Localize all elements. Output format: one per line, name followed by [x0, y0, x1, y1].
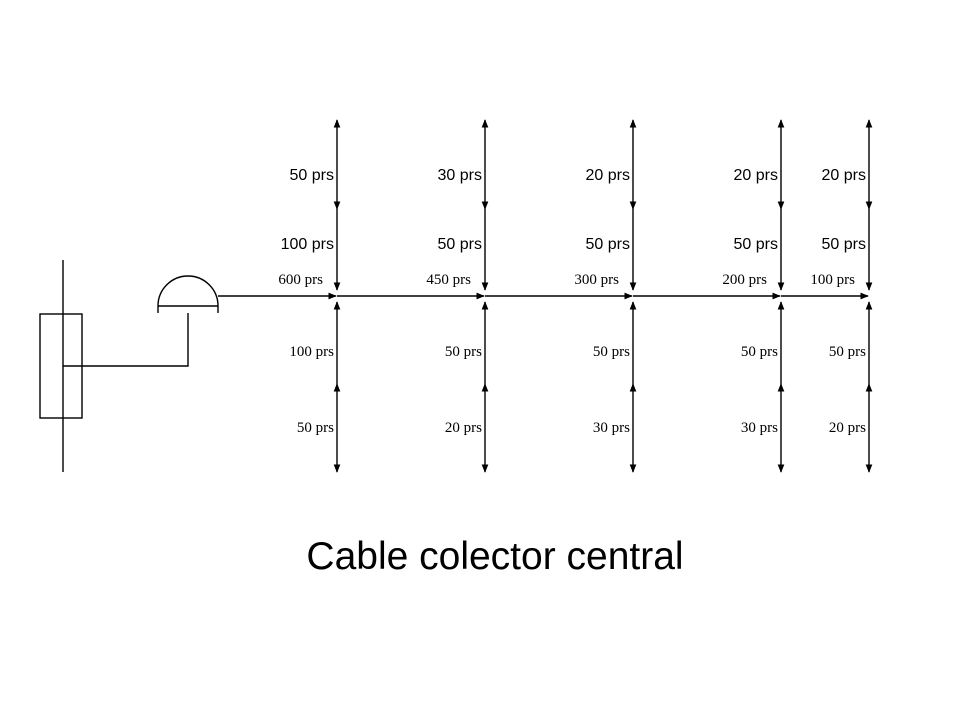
branch-5: 20 prs 50 prs 50 prs 20 prs — [822, 119, 873, 473]
branch-2: 30 prs 50 prs 50 prs 20 prs — [438, 119, 489, 473]
branch-down-inner-label: 50 prs — [741, 344, 778, 360]
branch-down-outer-label: 50 prs — [297, 420, 334, 436]
branch-down-inner-label: 50 prs — [593, 344, 630, 360]
branch-1: 50 prs 100 prs 100 prs 50 prs — [281, 119, 341, 473]
branch-4: 20 prs 50 prs 50 prs 30 prs — [734, 119, 785, 473]
branch-down-inner-label: 50 prs — [829, 344, 866, 360]
branch-down-outer-label: 30 prs — [593, 420, 630, 436]
branch-up-inner-label: 50 prs — [438, 236, 482, 253]
feeder-cable: 600 prs 450 prs 300 prs 200 prs 100 prs — [218, 272, 869, 300]
branch-down-inner-label: 50 prs — [445, 344, 482, 360]
central-frame — [39, 260, 189, 472]
vault-dome — [157, 275, 219, 313]
branch-up-outer-label: 50 prs — [290, 167, 334, 184]
feeder-segment-label: 600 prs — [278, 272, 323, 288]
branch-down-outer-label: 30 prs — [741, 420, 778, 436]
cable-vault — [157, 275, 219, 313]
branch-up-outer-label: 20 prs — [586, 167, 630, 184]
feeder-segment-label: 200 prs — [722, 272, 767, 288]
branch-up-inner-label: 50 prs — [734, 236, 778, 253]
feeder-segment-label: 300 prs — [574, 272, 619, 288]
branch-up-inner-label: 50 prs — [822, 236, 866, 253]
branch-down-inner-label: 100 prs — [289, 344, 334, 360]
branch-up-outer-label: 20 prs — [822, 167, 866, 184]
branch-down-outer-label: 20 prs — [829, 420, 866, 436]
page-title: Cable colector central — [306, 535, 684, 578]
branch-up-inner-label: 100 prs — [281, 236, 334, 253]
feeder-segment-label: 100 prs — [810, 272, 855, 288]
frame-connection-wire — [63, 313, 189, 367]
branch-down-outer-label: 20 prs — [445, 420, 482, 436]
branch-up-inner-label: 50 prs — [586, 236, 630, 253]
branch-3: 20 prs 50 prs 50 prs 30 prs — [586, 119, 637, 473]
branch-up-outer-label: 30 prs — [438, 167, 482, 184]
branch-up-outer-label: 20 prs — [734, 167, 778, 184]
feeder-segment-label: 450 prs — [426, 272, 471, 288]
